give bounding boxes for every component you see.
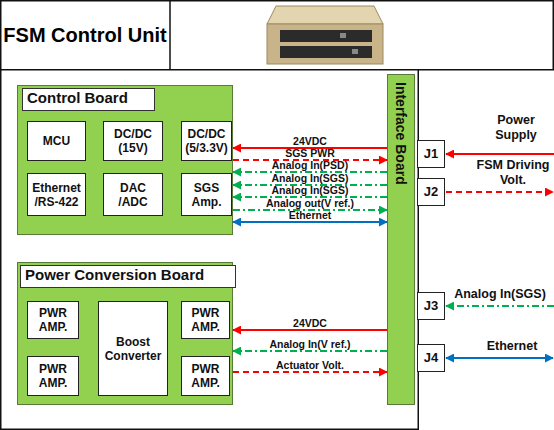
box-label: J1 [418, 147, 444, 161]
photo-panel [280, 46, 372, 58]
module-box: PWR AMP. [27, 356, 79, 396]
photo-connector [340, 33, 346, 38]
power-input-line [446, 153, 554, 155]
ethernet-line [446, 357, 553, 359]
photo-panel [280, 30, 372, 42]
signal-label: Analog In(V ref.) [235, 338, 385, 350]
connector-box: J3 [417, 292, 445, 320]
connector-box: J2 [417, 178, 445, 206]
signal-label: 24VDC [235, 135, 385, 147]
box-label: PWR AMP. [28, 306, 78, 334]
signal-label: 24VDC [235, 317, 385, 329]
analog-input-line [446, 305, 554, 307]
connector-box: J1 [417, 140, 445, 168]
box-label: J4 [418, 351, 444, 365]
unit-frame [1, 70, 419, 430]
signal-label: Analog In(SGS) [235, 184, 385, 196]
module-box: DC/DC (5/3.3V) [181, 121, 232, 161]
signal-label: Analog In(PSD) [235, 159, 385, 171]
box-label: PWR AMP. [182, 362, 229, 390]
module-box: PWR AMP. [181, 301, 230, 339]
drive-output-line [446, 191, 553, 193]
signal-label: Analog out(V ref.) [235, 197, 385, 209]
diagram-title: FSM Control Unit [0, 0, 170, 70]
board-heading: Interface Board [393, 75, 409, 404]
box-label: DC/DC (5/3.3V) [182, 127, 231, 155]
photo-front [267, 24, 383, 64]
signal-arrow [233, 221, 387, 223]
signal-label: Ethernet [235, 209, 385, 221]
photo-top [267, 6, 383, 24]
signal-label: SGS PWR [235, 147, 385, 159]
photo-connector [352, 49, 358, 54]
board-heading: Control Board [22, 88, 155, 111]
circuit-board: Control BoardMCU DC/DC (15V) DC/DC (5/3.3V… [17, 85, 233, 235]
box-label: MCU [28, 134, 85, 148]
signal-name: Power Supply [478, 113, 554, 143]
signal-name: Ethernet [470, 339, 554, 354]
signal-arrow [233, 350, 387, 352]
box-label: J2 [418, 185, 444, 199]
signal-label: Analog In(SGS) [235, 172, 385, 184]
module-box: PWR AMP. [181, 356, 230, 396]
circuit-board: Power Conversion BoardPWR AMP. Boost Conv… [17, 262, 233, 405]
unit-photo [267, 6, 383, 64]
box-label: SGS Amp. [182, 181, 231, 209]
box-label: Boost Converter [100, 335, 166, 363]
box-label: J3 [418, 299, 444, 313]
board-heading: Power Conversion Board [20, 265, 236, 288]
box-label: DC/DC (15V) [110, 127, 156, 155]
connector-box: J4 [417, 344, 445, 372]
header-divider [169, 1, 171, 70]
module-box: Boost Converter [98, 301, 168, 396]
signal-name: Analog In(SGS) [446, 287, 554, 302]
signal-arrow [233, 329, 387, 331]
box-label: Ethernet /RS-422 [28, 181, 85, 209]
signal-label: Actuator Volt. [235, 359, 385, 371]
module-box: MCU [27, 121, 86, 161]
module-box: SGS Amp. [181, 173, 232, 216]
module-box: DAC /ADC [103, 173, 163, 216]
module-box: DC/DC (15V) [103, 121, 163, 161]
module-box: PWR AMP. [27, 301, 79, 339]
box-label: DAC /ADC [113, 181, 153, 209]
interface-board: Interface Board [387, 74, 415, 405]
module-box: Ethernet /RS-422 [27, 173, 86, 216]
box-label: PWR AMP. [182, 306, 229, 334]
box-label: PWR AMP. [28, 362, 78, 390]
edge-layer [233, 148, 387, 372]
signal-name: FSM Driving Volt. [472, 158, 554, 188]
signal-arrow [233, 371, 387, 373]
header-frame [1, 1, 554, 70]
